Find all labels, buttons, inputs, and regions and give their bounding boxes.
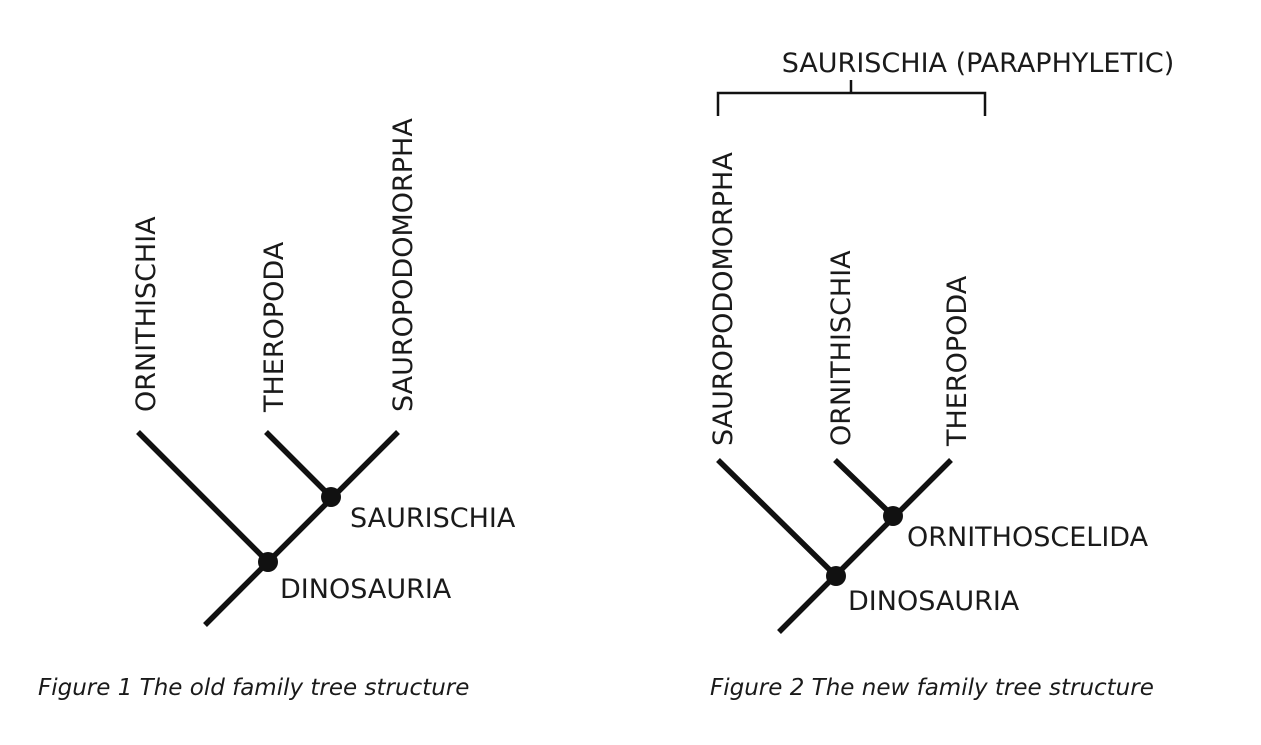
- node-label-dinosauria: DINOSAURIA: [280, 574, 452, 605]
- node-dinosauria: [826, 566, 846, 586]
- node-label-dinosauria: DINOSAURIA: [848, 586, 1020, 617]
- node-ornithoscelida: [883, 506, 903, 526]
- node-label-ornithoscelida: ORNITHOSCELIDA: [907, 522, 1149, 553]
- caption-figure-2: Figure 2 The new family tree structure: [710, 675, 1154, 701]
- caption-figure-1: Figure 1 The old family tree structure: [38, 675, 469, 701]
- node-label-saurischia: SAURISCHIA: [350, 503, 516, 534]
- taxon-label-ornithischia: ORNITHISCHIA: [131, 216, 162, 412]
- taxon-label-ornithischia: ORNITHISCHIA: [826, 250, 857, 446]
- figure-1-tree: ORNITHISCHIA THEROPODA SAUROPODOMORPHA S…: [38, 118, 516, 701]
- branch-ornithischia: [136, 430, 270, 564]
- bracket-saurischia-paraphyletic: [716, 91, 987, 116]
- branch-ornithoscelida-stem: [777, 458, 953, 634]
- taxon-label-sauropodomorpha: SAUROPODOMORPHA: [708, 152, 739, 446]
- branch-saurischia-stem: [203, 430, 400, 627]
- taxon-label-theropoda: THEROPODA: [942, 275, 973, 447]
- node-dinosauria: [258, 552, 278, 572]
- bracket-label: SAURISCHIA (PARAPHYLETIC): [782, 48, 1175, 79]
- figure-2-tree: SAURISCHIA (PARAPHYLETIC) SAUROPODOMORPH…: [708, 48, 1174, 701]
- branch-ornithischia: [833, 458, 895, 518]
- node-saurischia: [321, 487, 341, 507]
- branch-sauropodomorpha: [716, 458, 838, 578]
- taxon-label-theropoda: THEROPODA: [259, 241, 290, 413]
- branch-theropoda: [264, 430, 333, 499]
- taxon-label-sauropodomorpha: SAUROPODOMORPHA: [388, 118, 419, 412]
